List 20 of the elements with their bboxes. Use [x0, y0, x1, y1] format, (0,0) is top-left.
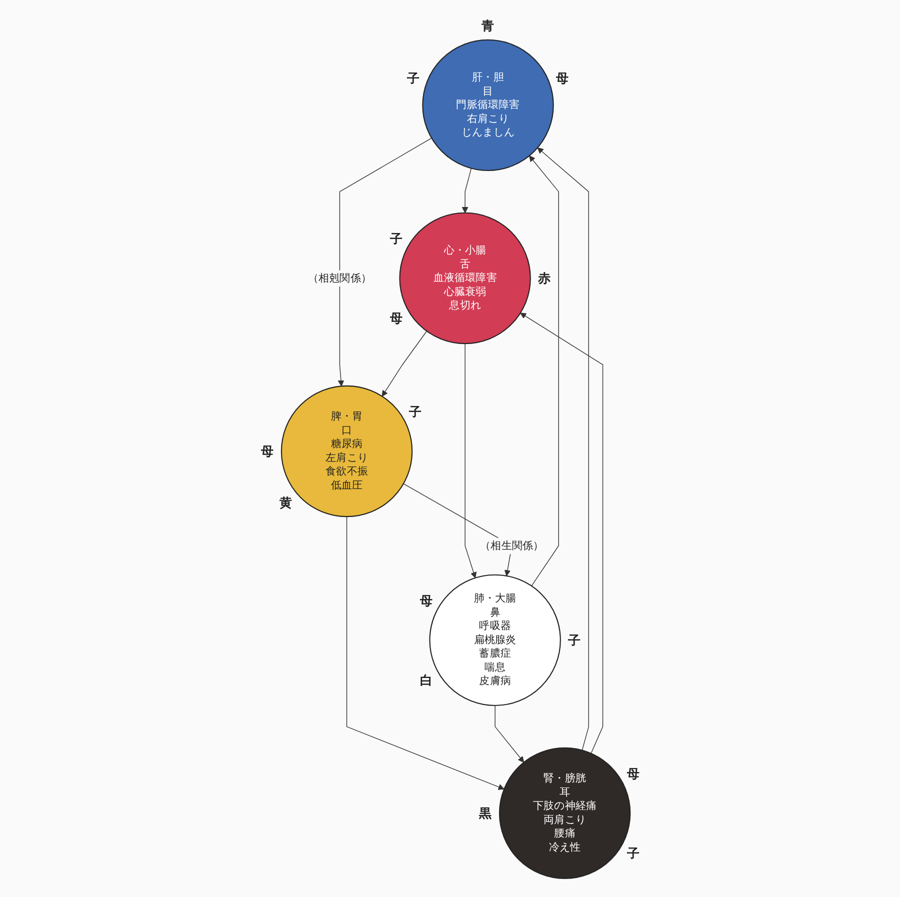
node-annotation: 赤: [538, 270, 552, 286]
node-circle: 肝・胆 目 門脈循環障害 右肩こり じんましん: [422, 39, 554, 172]
node-annotation: 青: [482, 18, 495, 34]
arrow: [494, 705, 524, 763]
edge-label: （相生関係）: [480, 539, 544, 552]
edge-label: （相剋関係）: [308, 272, 372, 284]
node-annotation: 子: [406, 70, 420, 86]
arrow: [529, 156, 559, 586]
node-annotation: 黒: [478, 806, 492, 821]
arrow: [346, 516, 504, 790]
node-annotation: 母: [556, 70, 570, 86]
arrow: [537, 148, 590, 751]
arrow: [382, 330, 428, 397]
node-annotation: 黄: [279, 494, 292, 510]
node-annotation: 母: [260, 444, 274, 459]
arrow: [464, 343, 477, 578]
arrow: [338, 138, 432, 386]
node-annotation: 子: [568, 632, 582, 648]
arrow: [462, 168, 472, 214]
arrow: [520, 312, 604, 754]
